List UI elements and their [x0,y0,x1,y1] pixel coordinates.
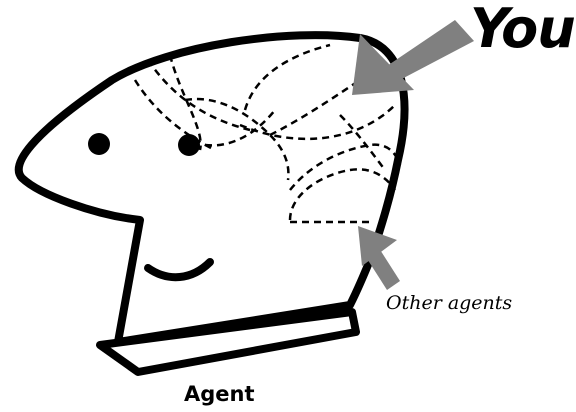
region-line-9 [289,143,402,191]
region-line-10 [339,114,386,171]
left-eye-icon [88,133,110,155]
agent-label: Agent [184,382,255,406]
region-line-5 [204,109,276,147]
head-outline [14,31,409,346]
region-line-4 [184,97,290,181]
you-label: You [470,0,576,60]
region-line-3 [168,54,202,151]
right-eye-icon [178,134,200,156]
mouth-smile [144,258,214,282]
other-agents-arrow-icon [358,226,400,290]
other-agents-label: Other agents [386,292,513,314]
region-line-8 [239,104,396,141]
region-line-2 [146,59,251,132]
you-arrow-icon [352,20,474,95]
region-line-7 [269,78,361,137]
region-line-6 [243,43,331,111]
collar [96,308,360,376]
brain-regions [133,43,402,224]
